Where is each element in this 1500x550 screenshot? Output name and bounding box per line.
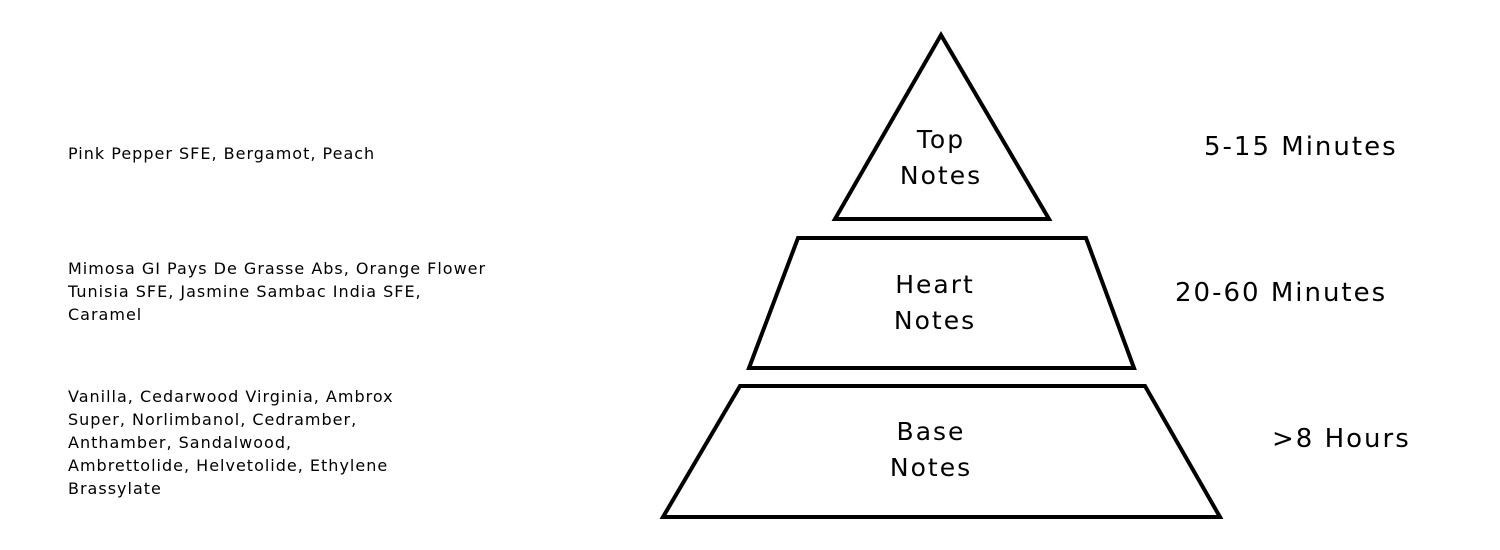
heart-label-line1: Heart xyxy=(895,270,975,299)
base-notes-duration: >8 Hours xyxy=(1272,424,1411,454)
base-label-line1: Base xyxy=(896,417,966,446)
top-label-line2: Notes xyxy=(899,161,983,190)
base-label-line2: Notes xyxy=(889,453,973,482)
heart-label-line2: Notes xyxy=(893,306,977,335)
heart-notes-duration: 20-60 Minutes xyxy=(1175,278,1388,308)
heart-notes-ingredients: Mimosa GI Pays De Grasse Abs, Orange Flo… xyxy=(68,259,487,324)
top-label-line1: Top xyxy=(916,125,966,154)
base-notes-label: Base Notes xyxy=(781,414,1081,486)
heart-notes-label: Heart Notes xyxy=(785,267,1085,339)
top-notes-duration: 5-15 Minutes xyxy=(1204,132,1398,162)
base-notes-tier xyxy=(659,384,1224,519)
heart-notes-tier xyxy=(746,236,1137,370)
base-notes-ingredients: Vanilla, Cedarwood Virginia, Ambrox Supe… xyxy=(68,387,394,498)
top-notes-label: Top Notes xyxy=(791,122,1091,194)
top-notes-tier xyxy=(831,31,1053,221)
top-notes-ingredients: Pink Pepper SFE, Bergamot, Peach xyxy=(68,144,376,163)
